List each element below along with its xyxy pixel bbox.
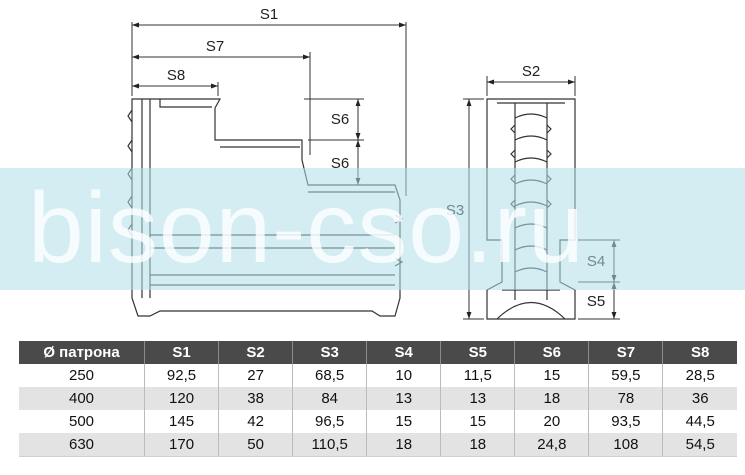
table-row: 400 120 38 84 13 13 18 78 36 [19, 387, 737, 410]
col-header-s3: S3 [292, 341, 368, 364]
table-cell: 13 [366, 387, 442, 410]
dim-label-s1: S1 [260, 6, 278, 23]
table-cell: 18 [366, 433, 442, 457]
table-cell: 13 [440, 387, 516, 410]
jaw-front-view [486, 98, 576, 320]
table-cell: 18 [440, 433, 516, 457]
col-header-s6: S6 [514, 341, 590, 364]
table-row: 630 170 50 110,5 18 18 24,8 108 54,5 [19, 433, 737, 457]
table-cell: 18 [514, 387, 590, 410]
table-cell: 59,5 [588, 364, 664, 387]
col-header-s8: S8 [662, 341, 737, 364]
dim-label-s2: S2 [522, 63, 540, 80]
dimension-lines-left [131, 22, 407, 196]
table-cell: 108 [588, 433, 664, 457]
table-cell: 10 [366, 364, 442, 387]
table-cell: 28,5 [662, 364, 737, 387]
col-header-s5: S5 [440, 341, 516, 364]
table-cell: 120 [144, 387, 220, 410]
table-cell: 145 [144, 410, 220, 433]
col-header-chuck-diameter: Ø патрона [19, 341, 145, 364]
table-row: 250 92,5 27 68,5 10 11,5 15 59,5 28,5 [19, 364, 737, 387]
table-cell: 20 [514, 410, 590, 433]
table-cell: 110,5 [292, 433, 368, 457]
table-cell: 84 [292, 387, 368, 410]
table-cell: 54,5 [662, 433, 737, 457]
dim-label-s4: S4 [587, 253, 605, 270]
dim-label-s7: S7 [206, 38, 224, 55]
table-cell: 38 [218, 387, 294, 410]
table-cell: 50 [218, 433, 294, 457]
table-cell: 24,8 [514, 433, 590, 457]
dim-label-s6-upper: S6 [331, 111, 349, 128]
table-cell: 15 [440, 410, 516, 433]
table-cell: 96,5 [292, 410, 368, 433]
table-cell: 170 [144, 433, 220, 457]
table-cell: 42 [218, 410, 294, 433]
dim-label-s3: S3 [446, 202, 464, 219]
col-header-s2: S2 [218, 341, 294, 364]
jaw-technical-drawing: S1 S7 S8 S6 S6 S2 S3 S4 S5 [127, 6, 620, 320]
table-cell: 92,5 [144, 364, 220, 387]
jaw-side-view [127, 98, 404, 317]
table-cell: 11,5 [440, 364, 516, 387]
dim-label-s6-lower: S6 [331, 155, 349, 172]
table-cell: 93,5 [588, 410, 664, 433]
dim-label-s8: S8 [167, 67, 185, 84]
table-cell: 27 [218, 364, 294, 387]
table-cell: 44,5 [662, 410, 737, 433]
table-cell: 78 [588, 387, 664, 410]
table-cell: 68,5 [292, 364, 368, 387]
table-row: 500 145 42 96,5 15 15 20 93,5 44,5 [19, 410, 737, 433]
table-cell: 15 [514, 364, 590, 387]
table-cell: 250 [19, 364, 145, 387]
col-header-s7: S7 [588, 341, 664, 364]
col-header-s4: S4 [366, 341, 442, 364]
table-header-row: Ø патрона S1 S2 S3 S4 S5 S6 S7 S8 [19, 341, 737, 364]
dim-label-s5: S5 [587, 293, 605, 310]
table-cell: 630 [19, 433, 145, 457]
table-cell: 36 [662, 387, 737, 410]
dimensions-table: Ø патрона S1 S2 S3 S4 S5 S6 S7 S8 250 92… [19, 341, 737, 457]
col-header-s1: S1 [144, 341, 220, 364]
table-cell: 500 [19, 410, 145, 433]
table-cell: 400 [19, 387, 145, 410]
table-cell: 15 [366, 410, 442, 433]
